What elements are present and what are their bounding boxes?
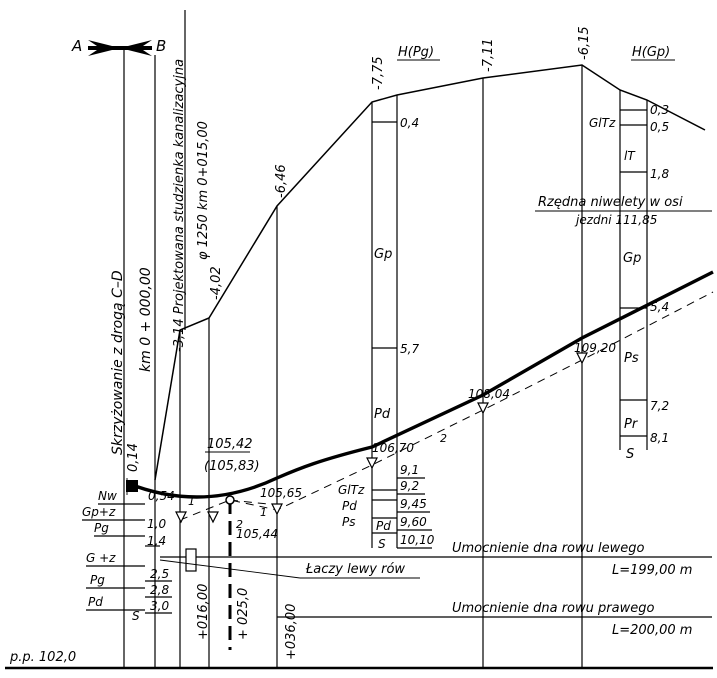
gp-depth-03: 0,3 — [650, 103, 669, 117]
elevation-105-44: 105,44 — [236, 527, 278, 541]
elevation-109-20: 109,20 — [574, 341, 616, 355]
left-depth-10: 1,0 — [147, 517, 166, 531]
marker-triangle-icon — [576, 352, 588, 365]
elevation-105-83: (105,83) — [204, 459, 260, 474]
design-grade-note: Rzędna niwelety w osi jezdni 111,85 — [535, 195, 712, 227]
gp-layer-s: S — [626, 447, 634, 462]
datum-label: p.p. 102,0 — [9, 650, 76, 665]
left-layer-gz: G +z — [86, 551, 116, 565]
borehole-pg-title: H(Pg) — [398, 45, 434, 60]
ditch-right-annotation: Umocnienie dna rowu prawego L=200,00 m — [277, 601, 712, 638]
borehole-gp-title: H(Gp) — [632, 45, 670, 60]
gp-layer-ps: Ps — [624, 351, 639, 366]
gp-depth-81: 8,1 — [650, 431, 669, 445]
manhole-label: -3,14 Projektowana studzienka kanalizacy… — [172, 59, 187, 352]
left-layer-nw: Nw — [98, 489, 117, 503]
gp-depth-72: 7,2 — [650, 399, 669, 413]
line-tag-1b: 1 — [260, 506, 267, 519]
surface-point-1: -4,02 — [209, 266, 224, 300]
manhole-circle-icon — [225, 495, 235, 505]
crossing-label: Skrzyżowanie z drogą C–D — [110, 270, 126, 455]
ditch-left-annotation: Umocnienie dna rowu lewego L=199,00 m — [160, 541, 712, 578]
surface-point-5: -6,15 — [577, 26, 592, 60]
ditch-right-label: Umocnienie dna rowu prawego — [452, 601, 654, 616]
ground-surface-line — [154, 64, 706, 481]
mid-soil-column: 9,1 GlTz 9,2 Pd 9,45 Ps Pd 9,60 10,10 S — [338, 463, 435, 551]
station-verticals — [123, 10, 648, 668]
pg-depth-04: 0,4 — [400, 116, 419, 130]
mid-depth-945: 9,45 — [400, 497, 427, 511]
left-depth-28: 2,8 — [150, 583, 169, 597]
gp-layer-pr: Pr — [624, 417, 639, 432]
pg-layer-gp: Gp — [374, 247, 392, 262]
left-depth-014: 0,14 — [126, 443, 141, 472]
marker-triangle-icon — [175, 511, 187, 524]
elevation-105-42: 105,42 — [207, 437, 253, 452]
borehole-pg: H(Pg) 0,4 Gp 5,7 Pd — [372, 45, 440, 422]
line-tag-1a: 1 — [188, 495, 195, 508]
left-layer-gpz: Gp+z — [82, 505, 116, 519]
station-036: +036,00 — [284, 604, 299, 660]
mid-depth-92: 9,2 — [400, 479, 419, 493]
left-layer-pd: Pd — [88, 595, 103, 609]
marker-triangle-icon — [366, 457, 378, 470]
station-025: + 025,0 — [236, 588, 251, 640]
mid-layer-gltz: GlTz — [338, 483, 365, 497]
ditch-left-label: Umocnienie dna rowu lewego — [452, 541, 644, 556]
mid-layer-ps: Ps — [342, 515, 356, 529]
manhole-spec: φ 1250 km 0+015,00 — [196, 121, 211, 260]
marker-triangle-icon — [271, 503, 283, 516]
design-grade-line — [126, 270, 714, 499]
mid-layer-pd: Pd — [342, 499, 357, 513]
note-line-2: jezdni 111,85 — [574, 213, 657, 227]
gp-layer-gltz: GlTz — [589, 116, 616, 130]
pg-depth-57: 5,7 — [400, 342, 419, 356]
left-soil-column: 0,54 Nw Gp+z 1,0 Pg 1,4 G +z 2,5 Pg 2,8 … — [82, 489, 175, 623]
ditch-left-length: L=199,00 m — [612, 563, 692, 578]
mid-layer-s: S — [378, 537, 386, 551]
gp-depth-05: 0,5 — [650, 120, 669, 134]
mid-depth-91: 9,1 — [400, 463, 419, 477]
mid-layer-pd2: Pd — [376, 519, 391, 533]
elevation-108-04: 108,04 — [468, 387, 510, 401]
surface-point-2: -6,46 — [274, 164, 289, 198]
elevation-105-65: 105,65 — [260, 486, 302, 500]
pg-layer-pd: Pd — [374, 407, 391, 422]
callout-ditch: Łaczy lewy rów — [159, 548, 420, 579]
mid-depth-960: 9,60 — [400, 515, 427, 529]
left-depth-14: 1,4 — [147, 534, 166, 548]
section-label-b: B — [156, 37, 166, 55]
callout-box — [185, 548, 197, 572]
crossing-km: km 0 + 000,00 — [138, 267, 154, 372]
left-layer-s: S — [132, 609, 140, 623]
gp-depth-54: 5,4 — [650, 300, 669, 314]
left-layer-pg1: Pg — [94, 521, 109, 535]
section-label-a: A — [71, 37, 82, 55]
marker-triangle-icon — [477, 402, 489, 415]
note-line-1: Rzędna niwelety w osi — [538, 195, 683, 210]
gp-layer-lt: lT — [624, 149, 636, 163]
elevation-markers — [175, 352, 588, 524]
left-depth-30: 3,0 — [150, 599, 169, 613]
section-marker-ab: A B — [71, 37, 166, 56]
left-layer-pg2: Pg — [90, 573, 105, 587]
left-depth-25: 2,5 — [150, 567, 169, 581]
line-tag-2a: 2 — [236, 518, 243, 531]
borehole-gp: H(Gp) 0,3 GlTz 0,5 lT 1,8 Gp 5,4 Ps 7,2 … — [589, 45, 675, 462]
line-tag-2b: 2 — [440, 432, 447, 445]
mid-depth-1010: 10,10 — [400, 533, 435, 547]
elevation-106-70: 106,70 — [372, 441, 414, 455]
surface-point-3: -7,75 — [371, 56, 386, 90]
station-016: +016,00 — [196, 584, 211, 640]
callout-label: Łaczy lewy rów — [305, 562, 405, 577]
ditch-right-length: L=200,00 m — [612, 623, 692, 638]
left-depth-054: 0,54 — [148, 489, 175, 503]
gp-depth-18: 1,8 — [650, 167, 669, 181]
marker-triangle-icon — [207, 511, 219, 524]
surface-point-4: -7,11 — [481, 38, 496, 72]
hatching-icon — [126, 478, 138, 495]
gp-layer-gp: Gp — [623, 251, 641, 266]
